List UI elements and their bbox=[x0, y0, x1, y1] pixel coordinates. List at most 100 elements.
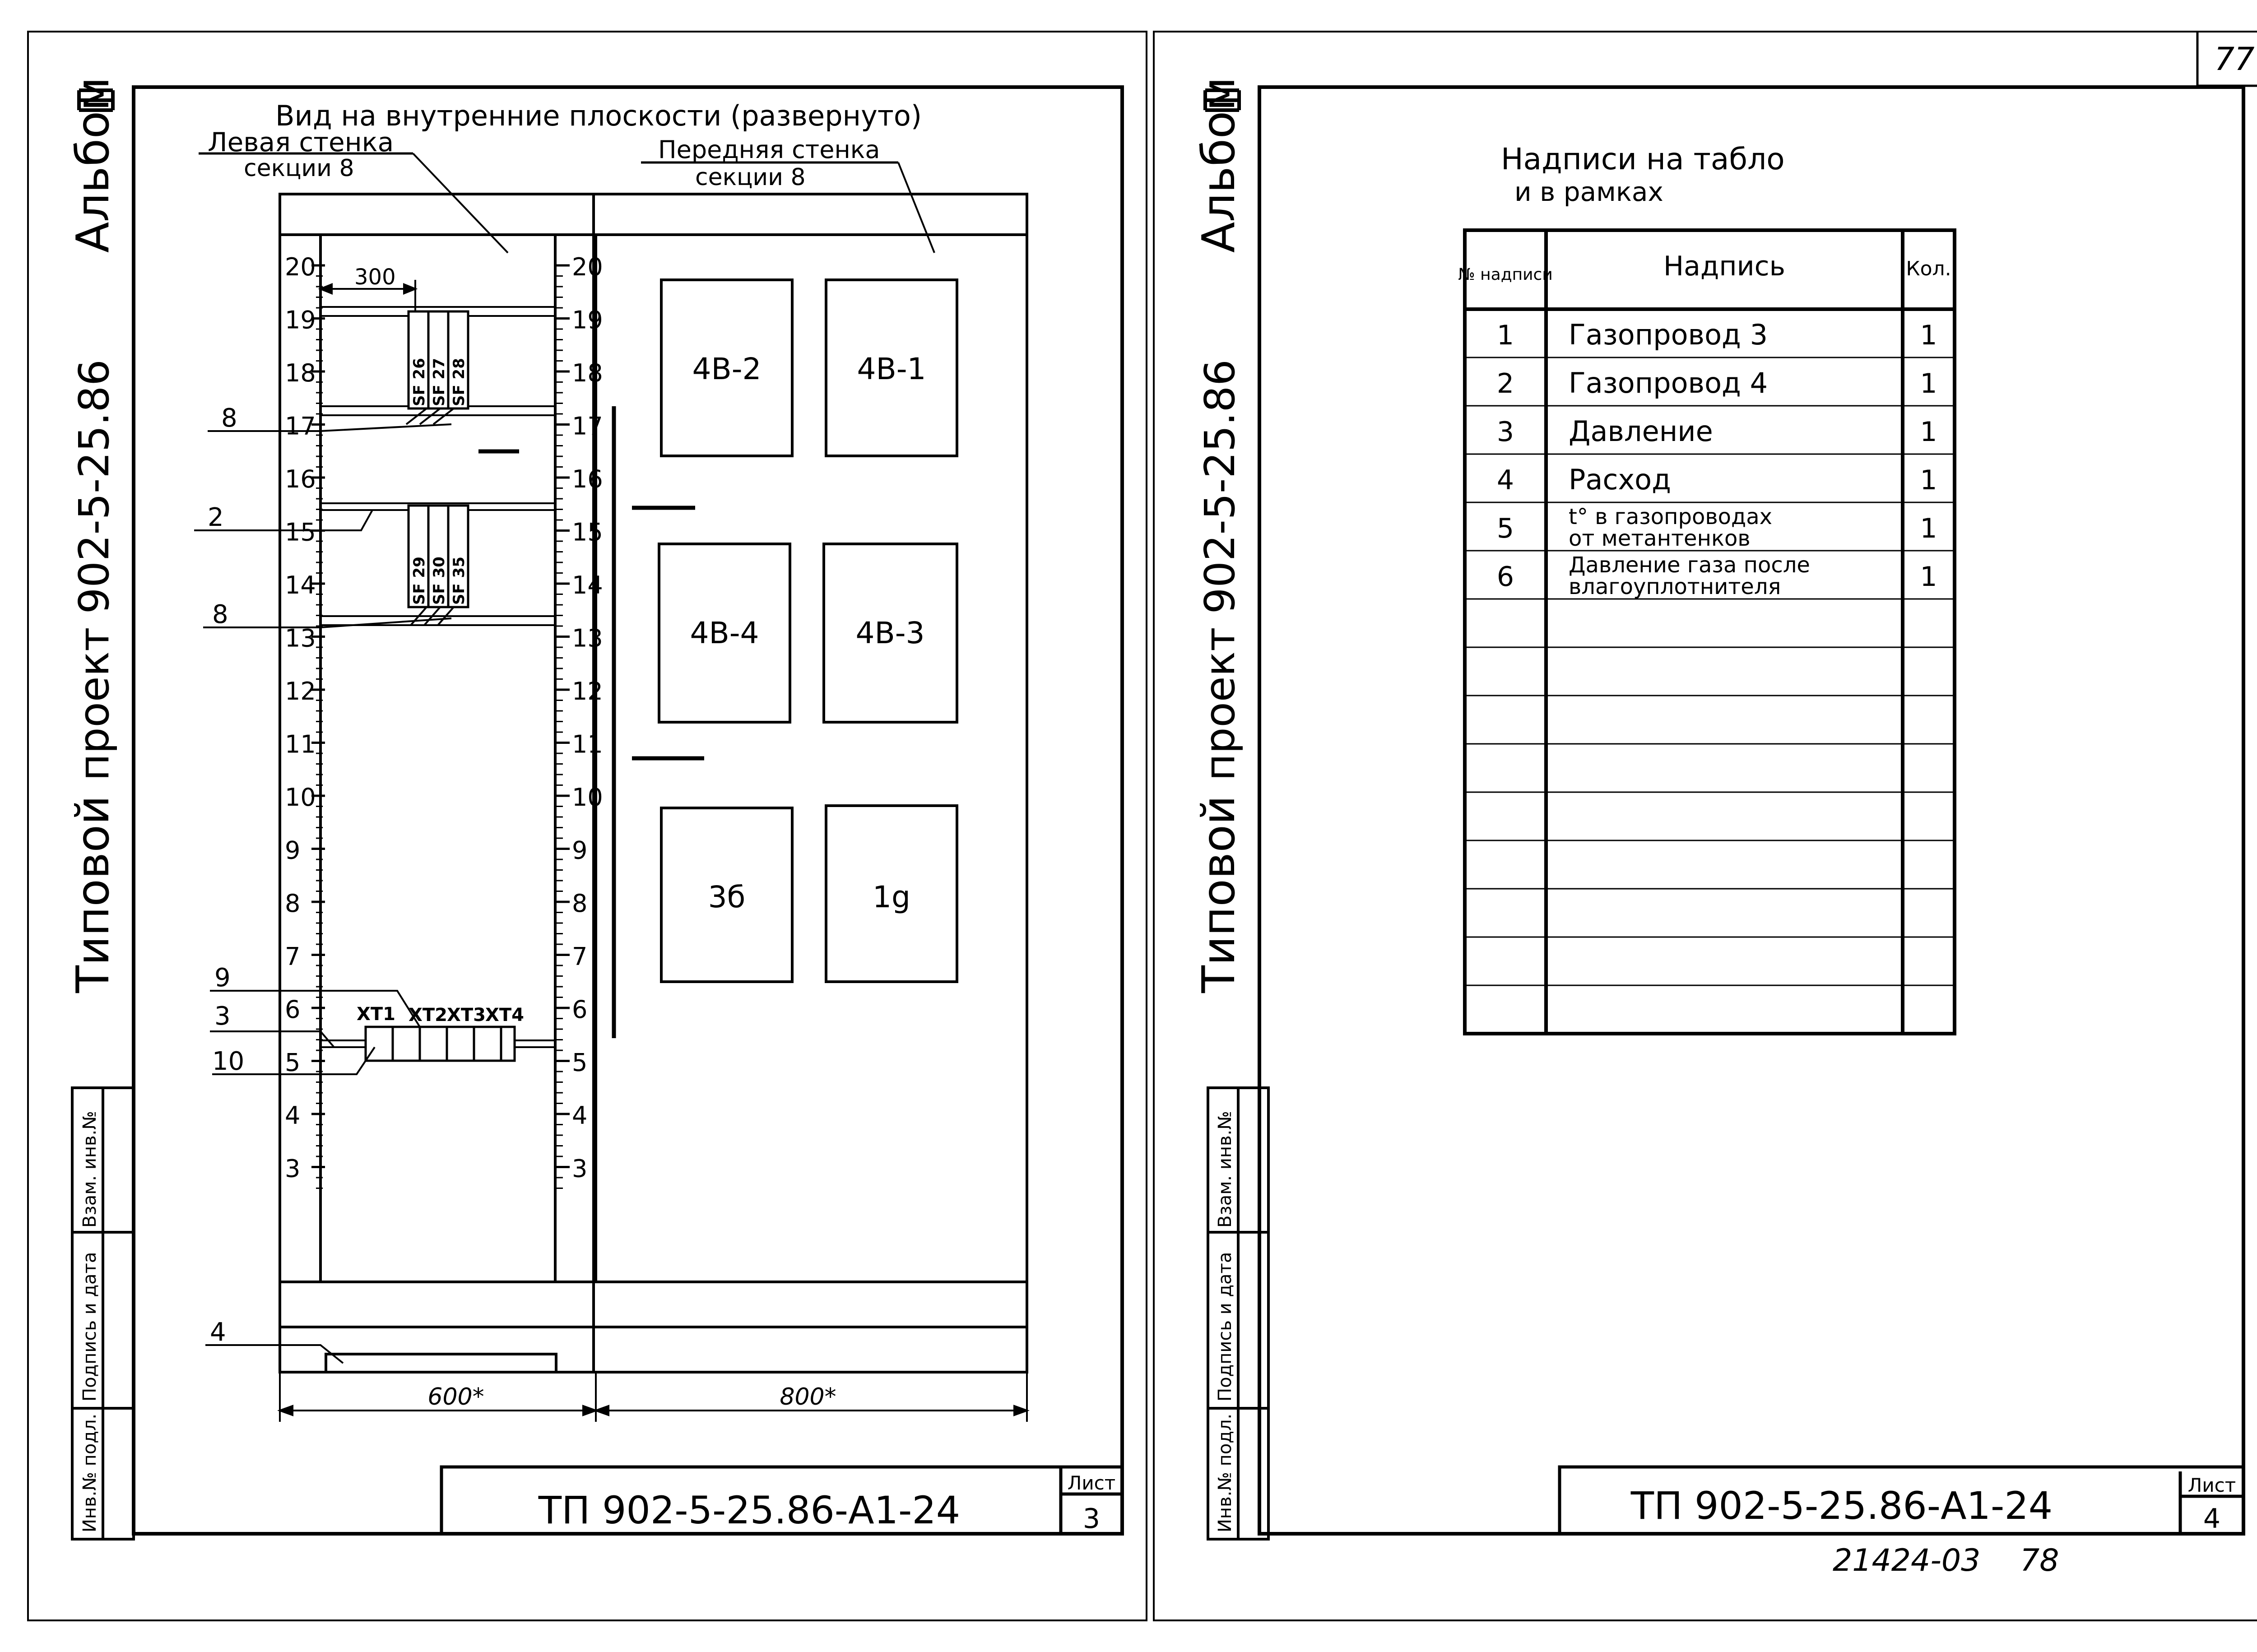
table-row-label: Расход bbox=[1569, 463, 1671, 496]
breaker-sf27: SF 27 bbox=[430, 358, 448, 406]
ruler-right-label: 15 bbox=[572, 518, 603, 547]
ruler-left-label: 7 bbox=[285, 942, 300, 971]
callout-10: 10 bbox=[212, 1047, 244, 1076]
right-side-box-1: Взам. инв.№ bbox=[1215, 1111, 1235, 1228]
ruler-right-label: 14 bbox=[572, 571, 603, 599]
left-side-labels: Альбом Типовой проект 902-5-25.86 Взам. … bbox=[66, 77, 135, 1541]
table-header-num: № надписи bbox=[1458, 265, 1553, 284]
right-album-number bbox=[1203, 88, 1241, 112]
ruler-right-label: 8 bbox=[572, 889, 587, 918]
table-row-num: 2 bbox=[1497, 368, 1514, 399]
ruler-left-label: 11 bbox=[285, 730, 316, 759]
left-side-box-1: Взам. инв.№ bbox=[79, 1111, 100, 1228]
right-stamp-code: ТП 902-5-25.86-А1-24 bbox=[1630, 1484, 2053, 1528]
page-number: 77 bbox=[2214, 41, 2254, 78]
left-sheet-number: 3 bbox=[1083, 1503, 1100, 1535]
ruler-left-label: 5 bbox=[285, 1049, 300, 1077]
right-sheet-label: Лист bbox=[2188, 1474, 2236, 1496]
cabinet-outline bbox=[279, 193, 1028, 1374]
table-row-qty: 1 bbox=[1920, 513, 1937, 544]
table-row-qty: 1 bbox=[1920, 320, 1937, 351]
ruler-left-label: 19 bbox=[285, 306, 316, 334]
ruler-right-label: 10 bbox=[572, 783, 603, 812]
breaker-group-top bbox=[407, 310, 469, 410]
terminal-xt2: XT2 bbox=[409, 1005, 447, 1026]
panel-4b4: 4B-4 bbox=[690, 616, 759, 650]
footer-code: 21424-03 bbox=[1833, 1543, 1980, 1578]
ruler-left-label: 20 bbox=[285, 253, 316, 281]
left-side-box-3: Инв.№ подл. bbox=[79, 1414, 100, 1532]
table-row-label-line2: влагоуплотнителя bbox=[1569, 574, 1781, 599]
ruler-left-label: 12 bbox=[285, 677, 316, 705]
ruler-right-label: 9 bbox=[572, 836, 587, 865]
panel-4b3: 4B-3 bbox=[855, 616, 924, 650]
table-row-qty: 1 bbox=[1920, 368, 1937, 399]
table-frame bbox=[1463, 228, 1956, 1035]
footer-page: 78 bbox=[2020, 1543, 2059, 1578]
right-project-code: проект 902-5-25.86 bbox=[1196, 359, 1244, 781]
right-side-box-2: Подпись и дата bbox=[1215, 1252, 1235, 1401]
breaker-sf29: SF 29 bbox=[410, 557, 428, 605]
left-side-box-2: Подпись и дата bbox=[79, 1252, 100, 1401]
table-row-label: Газопровод 4 bbox=[1569, 367, 1768, 399]
callout-leaders bbox=[194, 408, 455, 1364]
table-row-label: t° в газопроводах bbox=[1569, 504, 1772, 529]
callout-2: 2 bbox=[208, 503, 224, 532]
right-project-label: Типовой bbox=[1192, 795, 1245, 993]
ruler-left-label: 3 bbox=[285, 1155, 300, 1183]
ruler-left-label: 8 bbox=[285, 889, 300, 918]
right-title-block bbox=[1558, 1465, 2245, 1536]
left-stamp-code: ТП 902-5-25.86-А1-24 bbox=[538, 1488, 960, 1532]
table-title-line2: и в рамках bbox=[1514, 176, 1663, 207]
breaker-sf35: SF 35 bbox=[450, 557, 468, 605]
left-project-code: проект 902-5-25.86 bbox=[70, 359, 118, 781]
table-row-num: 5 bbox=[1497, 513, 1514, 544]
ruler-left-label: 9 bbox=[285, 836, 300, 865]
terminal-xt4: XT4 bbox=[485, 1005, 524, 1026]
left-title-block bbox=[440, 1465, 1124, 1536]
table-row-qty: 1 bbox=[1920, 561, 1937, 593]
table-row-num: 6 bbox=[1497, 561, 1514, 593]
table-row-qty: 1 bbox=[1920, 416, 1937, 448]
callout-8-mid: 8 bbox=[212, 600, 228, 629]
front-wall-subtitle: секции 8 bbox=[695, 164, 806, 191]
ruler-left-label: 14 bbox=[285, 571, 316, 599]
ruler-left-label: 17 bbox=[285, 412, 316, 441]
din-rails bbox=[320, 306, 555, 1048]
table-header-qty: Кол. bbox=[1906, 257, 1951, 280]
table-title-line1: Надписи на табло bbox=[1501, 142, 1785, 176]
table-header-label: Надпись bbox=[1663, 251, 1785, 282]
table-row-num: 4 bbox=[1497, 464, 1514, 496]
left-album-label: Альбом bbox=[66, 77, 119, 253]
callout-9: 9 bbox=[214, 963, 231, 993]
ruler-right-label: 11 bbox=[572, 730, 603, 759]
breaker-sf26: SF 26 bbox=[410, 358, 428, 406]
ruler-left-label: 18 bbox=[285, 359, 316, 387]
ruler-left-label: 6 bbox=[285, 995, 300, 1024]
ruler-right-label: 13 bbox=[572, 624, 603, 653]
ruler-left-label: 15 bbox=[285, 518, 316, 547]
terminal-xt1: XT1 bbox=[357, 1004, 395, 1025]
dim-300 bbox=[318, 280, 418, 316]
labels-table bbox=[1463, 228, 1956, 1035]
front-wall-title: Передняя стенка bbox=[658, 135, 880, 164]
breaker-sf28: SF 28 bbox=[450, 358, 468, 406]
front-wall-details bbox=[612, 406, 704, 1038]
panel-1g: 1g bbox=[873, 880, 910, 914]
left-wall-subtitle: секции 8 bbox=[244, 155, 354, 182]
table-row-num: 3 bbox=[1497, 416, 1514, 448]
terminal-xt3: XT3 bbox=[447, 1005, 486, 1026]
right-sheet-number: 4 bbox=[2203, 1503, 2220, 1535]
terminal-block bbox=[364, 1026, 516, 1062]
callout-4: 4 bbox=[210, 1318, 226, 1347]
dim-bottom bbox=[277, 1372, 1030, 1422]
page-frames bbox=[27, 31, 2257, 1621]
front-panels bbox=[658, 278, 958, 983]
ruler-right-label: 4 bbox=[572, 1101, 587, 1130]
right-side-labels: Альбом Типовой проект 902-5-25.86 Взам. … bbox=[1192, 77, 1270, 1541]
ruler-right-label: 6 bbox=[572, 995, 587, 1024]
